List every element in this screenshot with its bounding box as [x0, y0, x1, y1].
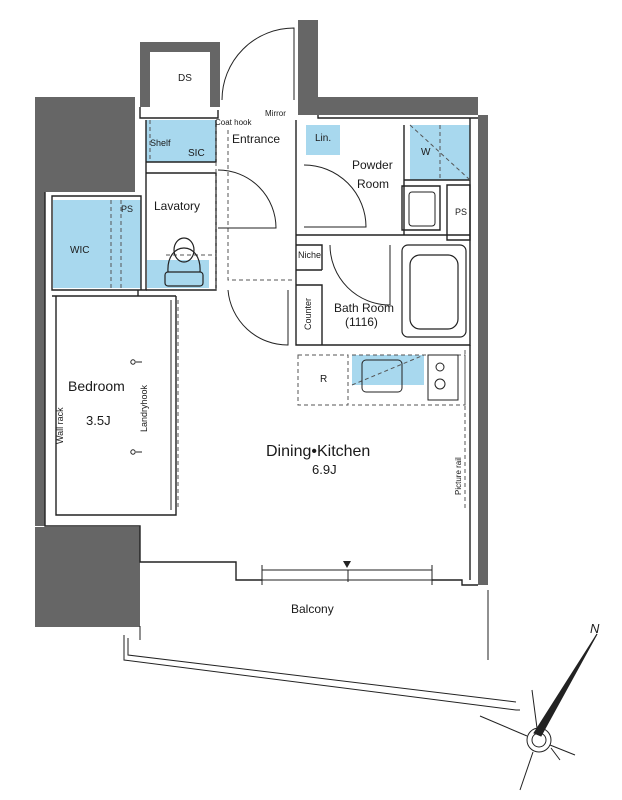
toilet-fixture [164, 237, 204, 287]
w-label: W [421, 147, 431, 158]
ds-right [210, 42, 220, 107]
ds-label: DS [178, 73, 192, 84]
wall-masses [35, 20, 488, 627]
balcony-label: Balcony [291, 602, 334, 616]
wall-lines [44, 107, 478, 586]
entry-arrow-icon [343, 561, 351, 568]
stove-fixture [427, 354, 459, 401]
wall-mass-left [35, 192, 45, 526]
ds-left [140, 42, 150, 107]
lavatory-label: Lavatory [154, 199, 201, 213]
bedroom-label: Bedroom [68, 378, 125, 394]
shelf-sic-fill [146, 120, 216, 162]
wall-mass-right [478, 115, 488, 585]
counter-label: Counter [303, 297, 313, 330]
lin-label: Lin. [315, 133, 332, 144]
wall-mass-top-left [35, 97, 135, 192]
mirror-label: Mirror [265, 109, 286, 118]
north-label: N [590, 621, 600, 636]
ps-right-label: PS [455, 207, 468, 217]
ps-left-label: PS [121, 204, 134, 214]
picture-rail-label: Picture rail [454, 457, 463, 495]
sink-fixture [361, 359, 403, 393]
wall-mass-bottom-left [35, 527, 140, 627]
bath-size-label: (1116) [345, 315, 378, 329]
powder-room-label: Powder [352, 158, 393, 172]
window-lines [170, 300, 433, 585]
landry-hook-label: Landryhook [139, 384, 149, 432]
wall-rack-label: Wall rack [55, 407, 65, 444]
balcony-outline [123, 590, 520, 711]
wic-fill [53, 200, 141, 288]
powder-room-label-2: Room [357, 177, 390, 191]
lavatory-fill [147, 260, 209, 288]
wic-label: WIC [70, 245, 90, 256]
lin-fill [306, 125, 340, 155]
niche-label: Niche [298, 250, 322, 260]
entrance-label: Entrance [232, 132, 281, 146]
powder-sink-fixture [408, 191, 436, 227]
bedroom-size-label: 3.5J [86, 413, 111, 428]
dashed-lines [110, 120, 471, 510]
bath-room-label: Bath Room [334, 301, 395, 315]
ds-top [140, 42, 220, 52]
wall-mass-top-mid [298, 20, 318, 115]
landry-hook-symbols [130, 359, 142, 455]
door-swings [217, 27, 391, 346]
dining-kitchen-label: Dining•Kitchen [266, 443, 371, 460]
shelf-label: Shelf [150, 138, 171, 148]
sic-label: SIC [188, 148, 205, 159]
dining-size-label: 6.9J [312, 462, 337, 477]
coat-hook-label: Coat hook [215, 118, 252, 127]
r-label: R [320, 374, 328, 385]
compass-icon [479, 633, 598, 791]
wall-mass-top-right [318, 97, 478, 115]
bathtub-fixture [401, 244, 467, 338]
